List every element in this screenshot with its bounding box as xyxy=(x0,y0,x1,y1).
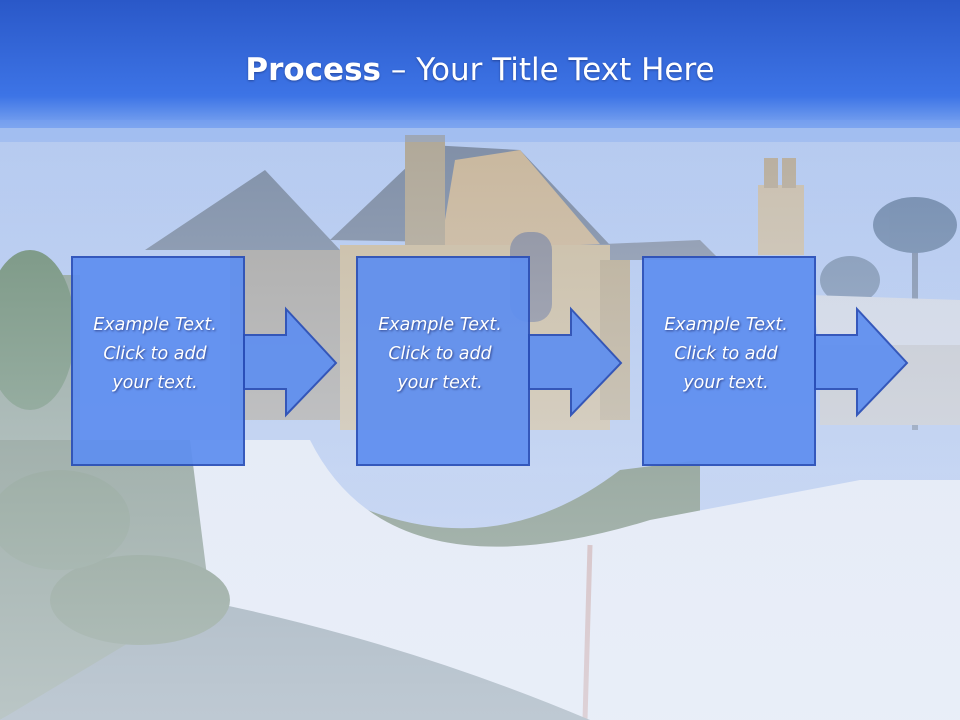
process-step-1[interactable]: Example Text. Click to add your text. xyxy=(70,255,340,470)
step-arrow-shape xyxy=(356,256,623,466)
step-text: Example Text. Click to add your text. xyxy=(70,311,240,398)
step-text: Example Text. Click to add your text. xyxy=(355,311,525,398)
slide-title[interactable]: Process – Your Title Text Here xyxy=(0,52,960,88)
step-arrow-shape xyxy=(71,256,338,466)
process-step-2[interactable]: Example Text. Click to add your text. xyxy=(355,255,625,470)
step-text-line-1: Example Text. xyxy=(378,315,502,335)
title-bold-part: Process xyxy=(245,52,381,88)
step-text-line-3: your text. xyxy=(112,373,198,393)
process-step-3[interactable]: Example Text. Click to add your text. xyxy=(641,255,911,470)
step-text-line-3: your text. xyxy=(683,373,769,393)
step-text-line-2: Click to add xyxy=(388,344,492,364)
step-text-line-2: Click to add xyxy=(103,344,207,364)
step-text-line-3: your text. xyxy=(397,373,483,393)
step-text: Example Text. Click to add your text. xyxy=(641,311,811,398)
step-text-line-1: Example Text. xyxy=(93,315,217,335)
step-text-line-2: Click to add xyxy=(674,344,778,364)
step-text-line-1: Example Text. xyxy=(664,315,788,335)
step-arrow-shape xyxy=(642,256,909,466)
title-rest-part: – Your Title Text Here xyxy=(381,52,715,88)
